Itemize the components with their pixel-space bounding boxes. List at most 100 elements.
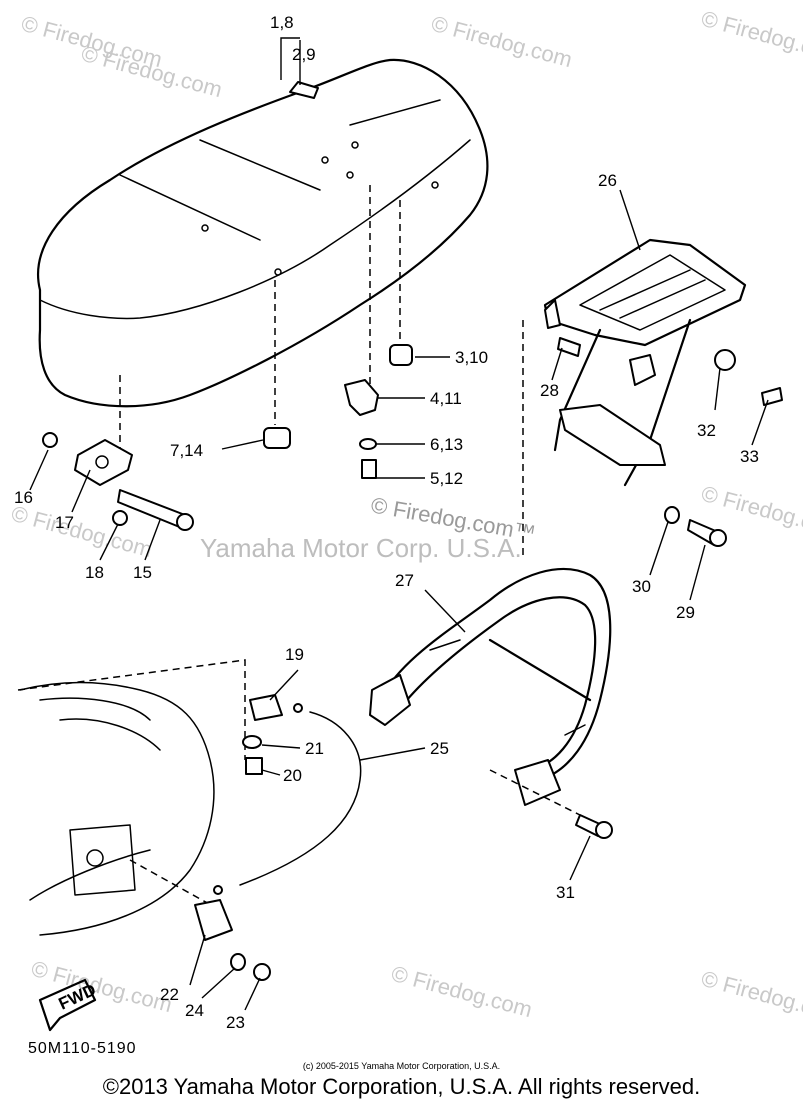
leader-line [714,367,721,411]
carrier-strut [553,328,602,452]
seat-outline [37,58,489,408]
cable-end [213,885,223,895]
callout-6-13: 6,13 [430,435,463,454]
fwd-arrow-icon [38,978,97,1032]
grab-bar-grip [429,639,461,651]
bolt [245,757,263,775]
mount-dashed-line [489,769,581,816]
nut [112,510,128,526]
bolt [761,387,783,406]
seat-upper-edge [39,139,471,320]
seat-hole [351,141,359,149]
copyright-notice: ©2013 Yamaha Motor Corporation, U.S.A. A… [102,1074,701,1099]
frame-detail [29,849,151,901]
bolt [361,459,377,479]
washer [230,953,246,971]
callout-19: 19 [285,645,304,664]
leader-line [261,769,281,776]
seat-hole [346,171,354,179]
frame-detail [39,697,161,751]
leader-line [244,977,261,1011]
seat-lock-cable [239,711,362,886]
callout-31: 31 [556,883,575,902]
seat-lock-bracket [249,694,283,721]
callout-1-8: 1,8 [270,13,294,32]
frame-dashed-line [129,859,221,911]
leader-lines [29,37,769,1011]
seat-hook [194,899,233,941]
callout-7-14: 7,14 [170,441,203,460]
leader-line [221,439,264,450]
callout-32: 32 [697,421,716,440]
callout-30: 30 [632,577,651,596]
seat-seam-line [199,139,321,191]
seat-hole [201,224,209,232]
washer [242,735,262,749]
hinge-pin-head [176,513,194,531]
frame-assembly [17,659,362,981]
watermark-firedog: © Firedog.com [699,6,803,68]
watermark-firedog: © Firedog.com [429,11,575,73]
grab-bar-cross [488,638,592,702]
grab-bar-mount [514,759,561,806]
seat-assembly [37,58,489,479]
grab-bar-outer [378,567,612,782]
callout-25: 25 [430,739,449,758]
callout-5-12: 5,12 [430,469,463,488]
carrier-mount [544,299,561,329]
leader-line [280,37,301,85]
leader-line [649,521,669,576]
callout-4-11: 4,11 [430,389,462,408]
hinge-assembly [42,432,194,531]
callout-2-9: 2,9 [292,45,316,64]
carrier-bar [619,279,706,319]
leader-line [424,589,466,633]
carrier-mount [629,354,656,386]
callout-labels: 1,8 2,9 3,10 4,11 6,13 5,12 7,14 16 17 1… [14,13,759,1032]
seat-seam-line [119,174,261,241]
grab-bar-inner [393,596,597,772]
watermark-firedog: © Firedog.com [9,501,155,563]
fwd-arrow: FWD [38,978,99,1032]
seat-lock-tab [289,81,319,99]
frame-body [19,681,215,936]
leader-line [269,669,299,701]
leader-line [359,747,426,761]
leader-line [551,347,563,381]
seat-bracket [344,379,379,416]
callout-27: 27 [395,571,414,590]
bolt-head [595,821,613,839]
washer [359,438,377,450]
leader-line [29,449,49,491]
washer [664,506,680,524]
bolt [557,337,581,357]
callout-3-10: 3,10 [455,348,488,367]
leader-line [619,189,641,251]
leader-line [201,967,236,999]
carrier-bracket [559,404,666,466]
collar [714,349,736,371]
diagram-code: 50M110-5190 [28,1040,137,1057]
carrier-bar [599,269,691,311]
callout-23: 23 [226,1013,245,1032]
grab-bar [369,567,613,839]
small-copyright: (c) 2005-2015 Yamaha Motor Corporation, … [302,1061,501,1071]
leader-line [569,835,591,881]
seat-damper [389,344,413,366]
frame-dashed-line [17,659,246,760]
leader-line [144,519,161,561]
callout-26: 26 [598,171,617,190]
carrier-frame [543,238,747,347]
seat-hole [274,268,282,276]
seat-hole [431,181,439,189]
frame-plate [69,824,136,896]
bolt [253,963,271,981]
carrier-inner [579,254,726,331]
cable-end [293,703,303,713]
callout-33: 33 [740,447,759,466]
callout-28: 28 [540,381,559,400]
seat-damper-rear [263,427,291,449]
bolt-head [709,529,727,547]
callout-22: 22 [160,985,179,1004]
callout-20: 20 [283,766,302,785]
